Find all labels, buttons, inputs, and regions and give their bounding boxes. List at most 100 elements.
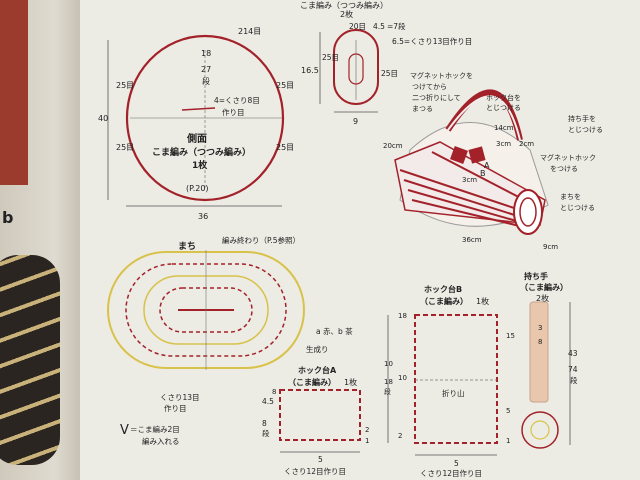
hook-a-h8: 8 xyxy=(262,419,267,428)
hook-b-stitch: （こま編み） xyxy=(420,296,468,306)
hook-b-h10: 10 xyxy=(384,360,393,368)
hook-a-w5: 5 xyxy=(318,455,323,464)
handle-count: 2枚 xyxy=(536,293,549,303)
legend-line-2: 編み入れる xyxy=(142,436,180,446)
side-right-top: 25目 xyxy=(276,81,294,90)
hook-a-r1: 1 xyxy=(365,437,369,445)
strap-right25: 25目 xyxy=(381,69,398,78)
hook-base-note-2: とじつける xyxy=(486,104,521,112)
increase-symbol: V xyxy=(120,423,129,438)
side-width: 36 xyxy=(198,212,208,221)
assembly-illustration: マグネットホックを つけてから 二つ折りにして まつる ホック台を とじつける … xyxy=(383,71,603,251)
hook-b-count: 1枚 xyxy=(476,296,489,306)
pattern-diagrams: 214目 25目 25目 25目 25目 40 18 27 段 4=くさり8目 … xyxy=(98,0,603,478)
hook-b-fold: 折り山 xyxy=(442,388,465,398)
magnet-note-3: 二つ折りにして xyxy=(412,93,461,102)
gusset-title: まち xyxy=(178,241,196,252)
side-panel-outline xyxy=(125,34,285,202)
handle-c8: 8 xyxy=(538,338,542,346)
hook-a-dan: 段 xyxy=(262,428,270,438)
hook-b-dan: 段 xyxy=(384,387,391,396)
side-page-ref: (P.20) xyxy=(186,184,209,193)
legend-line-1: ＝こま編み2目 xyxy=(130,424,180,434)
side-center-unit: 段 xyxy=(202,76,210,86)
hook-b-h18: 18 xyxy=(384,378,393,386)
gusset-note-1: まちを xyxy=(560,193,581,201)
dim-9cm: 9cm xyxy=(543,243,558,251)
hook-base-b-diagram: ホック台B （こま編み） 1枚 18 15 10 5 2 1 10 18 段 折… xyxy=(384,284,515,478)
hook-a-title: ホック台A xyxy=(298,365,337,375)
magnet-note-1: マグネットホックを xyxy=(410,71,473,80)
hook-a-count: 1枚 xyxy=(344,377,357,387)
strap-foundation: 6.5=くさり13目作り目 xyxy=(392,36,472,46)
hook-a-r8: 8 xyxy=(272,388,276,396)
strap-width: 9 xyxy=(353,117,358,126)
hook-b-foundation: くさり12目作り目 xyxy=(420,468,482,478)
dim-20cm: 20cm xyxy=(383,142,403,150)
side-panel-diagram: 214目 25目 25目 25目 25目 40 18 27 段 4=くさり8目 … xyxy=(98,27,294,221)
handle-title: 持ち手 xyxy=(524,271,548,281)
pattern-page: 214目 25目 25目 25目 25目 40 18 27 段 4=くさり8目 … xyxy=(80,0,640,480)
side-left-bottom: 25目 xyxy=(116,143,134,152)
hook-b-r15: 15 xyxy=(506,332,515,340)
hook-b-r5: 5 xyxy=(506,407,510,415)
label-b: B xyxy=(480,169,486,178)
hook-b-r2: 2 xyxy=(398,432,402,440)
label-a: A xyxy=(484,161,490,170)
magnet-attach-2: をつける xyxy=(550,165,578,173)
handle-diagram: 持ち手 （こま編み） 2枚 43 74 段 3 8 xyxy=(520,271,578,449)
hook-a-foundation: くさり12目作り目 xyxy=(284,466,346,476)
side-title: 側面 xyxy=(186,132,207,145)
side-center-rows: 27 xyxy=(201,65,211,74)
dim-36cm: 36cm xyxy=(462,236,482,244)
strap-outline xyxy=(333,29,379,105)
side-height: 40 xyxy=(98,114,108,123)
handle-stitch: （こま編み） xyxy=(520,282,568,292)
hook-b-r18: 18 xyxy=(398,312,407,320)
dim-2cm: 2cm xyxy=(519,140,534,148)
hook-a-h45: 4.5 xyxy=(262,397,274,406)
side-inc-sub: 作り目 xyxy=(222,107,245,117)
hook-a-stitch: （こま編み） xyxy=(288,377,336,387)
strap-n45: 4.5 xyxy=(373,22,385,31)
gusset-chain-1: くさり13目 xyxy=(160,393,200,402)
gusset-color-note: a 赤、b 茶 xyxy=(316,326,353,336)
hook-b-r10: 10 xyxy=(398,374,407,382)
handle-note-2: とじつける xyxy=(568,126,603,134)
magnet-attach-1: マグネットホック xyxy=(540,153,596,162)
strap-title: こま編み（つつみ編み） xyxy=(300,0,388,10)
side-right-bottom: 25目 xyxy=(276,143,294,152)
red-tab xyxy=(0,0,28,185)
strap-piece-diagram: こま編み（つつみ編み） 2枚 20目 4.5 =7段 6.5=くさり13目作り目… xyxy=(300,0,472,126)
dim-14cm: 14cm xyxy=(494,124,514,132)
side-center-count: 18 xyxy=(201,49,211,58)
handle-dan: 段 xyxy=(570,375,578,385)
side-title-stitch: こま編み（つつみ編み） xyxy=(152,146,251,158)
side-top-count: 214目 xyxy=(238,27,261,36)
hook-b-w5: 5 xyxy=(454,459,459,468)
side-left-top: 25目 xyxy=(116,81,134,90)
gusset-raw-note: 生成り xyxy=(306,344,329,354)
handle-h74: 74 xyxy=(568,365,578,374)
strap-n20: 20目 xyxy=(349,22,366,31)
strap-n7: =7段 xyxy=(387,21,406,31)
gusset-note-2: とじつける xyxy=(560,204,595,212)
hook-a-r2: 2 xyxy=(365,426,369,434)
bag-photo xyxy=(0,255,60,465)
side-letter: b xyxy=(2,208,14,227)
left-page: b xyxy=(0,0,78,480)
strap-left25: 25目 xyxy=(322,53,339,62)
strap-count: 2枚 xyxy=(340,9,353,19)
hook-base-note-1: ホック台を xyxy=(486,93,521,102)
hook-b-r1: 1 xyxy=(506,437,510,445)
gusset-chart: まち 編み終わり（P.5参照） a 赤、b 茶 生成り くさり13目 作り目 V… xyxy=(107,235,353,446)
dim-3cm-a: 3cm xyxy=(496,140,511,148)
handle-h43: 43 xyxy=(568,349,578,358)
dim-3cm-b: 3cm xyxy=(462,176,477,184)
handle-c3: 3 xyxy=(538,324,542,332)
side-title-count: 1枚 xyxy=(192,159,208,171)
gusset-end-note: 編み終わり（P.5参照） xyxy=(222,235,300,245)
magnet-note-2: つけてから xyxy=(412,83,447,91)
hook-base-a-diagram: ホック台A （こま編み） 1枚 4.5 8 段 8 2 1 5 くさり12目作り… xyxy=(262,365,369,476)
handle-note-1: 持ち手を xyxy=(568,114,596,123)
